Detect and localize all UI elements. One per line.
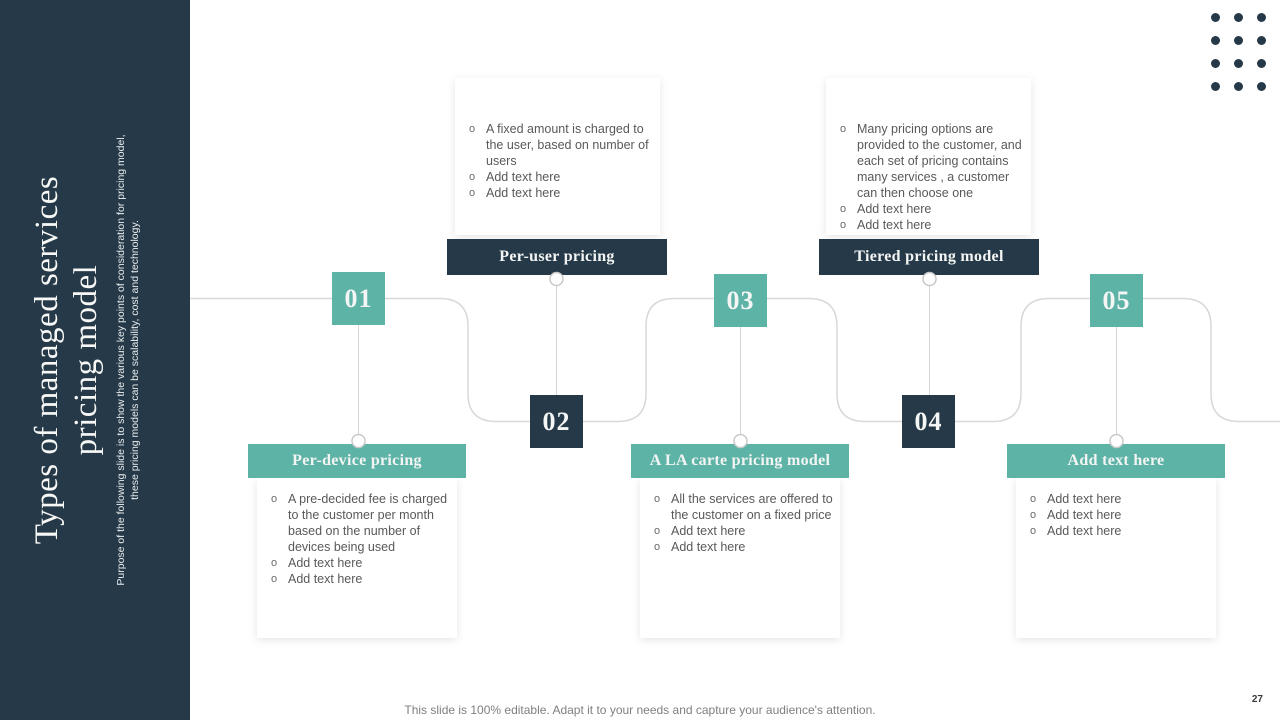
step-number-05: 05 <box>1090 274 1143 327</box>
bullet-item: o Add text here <box>1029 523 1214 539</box>
step-number-02: 02 <box>530 395 583 448</box>
bullet-item: o A pre-decided fee is charged to the cus… <box>270 491 455 555</box>
bullet-item: o Add text here <box>839 217 1029 233</box>
bullet-text: Add text here <box>671 540 746 554</box>
bullet-text: Add text here <box>288 572 363 586</box>
label-per-device-pricing: Per-device pricing <box>248 444 466 478</box>
bullet-marker: o <box>469 187 476 199</box>
bullet-text: Add text here <box>1047 524 1122 538</box>
bullet-item: o Add text here <box>653 523 838 539</box>
bullet-marker: o <box>840 219 847 231</box>
card-per-device-pricing: o A pre-decided fee is charged to the cus… <box>257 478 457 638</box>
bullet-marker: o <box>271 557 278 569</box>
bullet-marker: o <box>654 493 661 505</box>
dot <box>1257 36 1266 45</box>
card-tiered-pricing: o Many pricing options are provided to th… <box>826 78 1031 235</box>
label-add-text-here: Add text here <box>1007 444 1225 478</box>
page-title: Types of managed services pricing model <box>28 175 104 545</box>
bullet-item: o Add text here <box>270 571 455 587</box>
bullet-list: o Many pricing options are provided to th… <box>826 78 1031 233</box>
dot <box>1234 36 1243 45</box>
bullet-text: All the services are offered to the cust… <box>671 492 833 522</box>
bullet-item: o Add text here <box>468 185 658 201</box>
dot <box>1211 82 1220 91</box>
rotated-title-block: Types of managed services pricing model … <box>28 50 142 670</box>
dot <box>1257 82 1266 91</box>
bullet-marker: o <box>469 123 476 135</box>
bullet-item: o Many pricing options are provided to th… <box>839 121 1029 201</box>
bullet-item: o Add text here <box>1029 491 1214 507</box>
bullet-marker: o <box>654 525 661 537</box>
bullet-item: o Add text here <box>653 539 838 555</box>
bullet-marker: o <box>1030 525 1037 537</box>
dot <box>1257 59 1266 68</box>
bullet-marker: o <box>654 541 661 553</box>
dot <box>1211 36 1220 45</box>
dot <box>1234 13 1243 22</box>
bullet-item: o Add text here <box>1029 507 1214 523</box>
bullet-text: Add text here <box>1047 492 1122 506</box>
dot <box>1257 13 1266 22</box>
page-subtitle: Purpose of the following slide is to sho… <box>114 134 141 586</box>
bullet-marker: o <box>1030 493 1037 505</box>
bullet-item: o A fixed amount is charged to the user, … <box>468 121 658 169</box>
bullet-text: A fixed amount is charged to the user, b… <box>486 122 649 168</box>
step-number-03: 03 <box>714 274 767 327</box>
bullet-list: o A pre-decided fee is charged to the cus… <box>257 478 457 587</box>
dot <box>1234 59 1243 68</box>
bullet-marker: o <box>1030 509 1037 521</box>
bullet-text: Add text here <box>1047 508 1122 522</box>
bullet-text: Add text here <box>857 202 932 216</box>
label-a-la-carte-pricing-model: A LA carte pricing model <box>631 444 849 478</box>
bullet-marker: o <box>840 123 847 135</box>
card-a-la-carte-pricing: o All the services are offered to the cus… <box>640 478 840 638</box>
card-per-user-pricing: o A fixed amount is charged to the user, … <box>455 78 660 235</box>
bullet-marker: o <box>469 171 476 183</box>
step-number-01: 01 <box>332 272 385 325</box>
bullet-text: Add text here <box>486 186 561 200</box>
bullet-item: o Add text here <box>270 555 455 571</box>
page-number: 27 <box>1251 694 1263 705</box>
bullet-text: Add text here <box>671 524 746 538</box>
dot <box>1211 13 1220 22</box>
bullet-list: o All the services are offered to the cus… <box>640 478 840 555</box>
bullet-marker: o <box>271 493 278 505</box>
bullet-item: o Add text here <box>839 201 1029 217</box>
bullet-item: o All the services are offered to the cus… <box>653 491 838 523</box>
bullet-marker: o <box>271 573 278 585</box>
bullet-text: Add text here <box>288 556 363 570</box>
step-number-04: 04 <box>902 395 955 448</box>
bullet-list: o A fixed amount is charged to the user, … <box>455 78 660 201</box>
bullet-item: o Add text here <box>468 169 658 185</box>
dots-decoration-icon <box>1204 6 1273 98</box>
bullet-text: Add text here <box>857 218 932 232</box>
bullet-text: Add text here <box>486 170 561 184</box>
dot <box>1211 59 1220 68</box>
bullet-marker: o <box>840 203 847 215</box>
dot <box>1234 82 1243 91</box>
bullet-text: A pre-decided fee is charged to the cust… <box>288 492 448 554</box>
title-sidebar: Types of managed services pricing model … <box>0 0 190 720</box>
label-tiered-pricing-model: Tiered pricing model <box>819 239 1039 275</box>
footer-note: This slide is 100% editable. Adapt it to… <box>404 703 876 717</box>
label-per-user-pricing: Per-user pricing <box>447 239 667 275</box>
bullet-text: Many pricing options are provided to the… <box>857 122 1022 200</box>
